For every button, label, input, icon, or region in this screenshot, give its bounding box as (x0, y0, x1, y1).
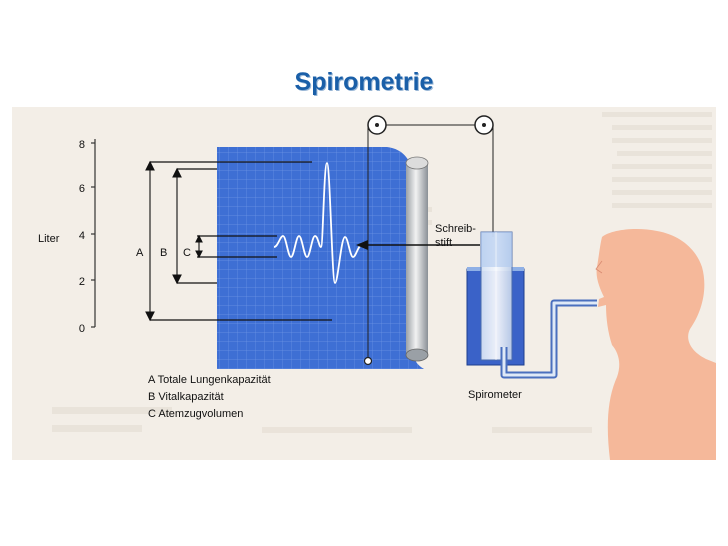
legend-item-c: C Atemzugvolumen (148, 408, 243, 420)
person-face-line (595, 260, 603, 274)
bracket-b (172, 167, 182, 285)
person-silhouette (596, 229, 716, 460)
pen-arrow (356, 240, 480, 250)
spirometry-figure: 0 2 4 6 8 Liter A B C (12, 107, 716, 460)
tick-label-0: 0 (79, 323, 85, 335)
pen-label-line1: Schreib- (435, 223, 476, 235)
axis-ticks (91, 142, 95, 328)
tick-label-4: 4 (79, 230, 85, 242)
volume-lines (150, 161, 332, 321)
axis-label: Liter (38, 233, 60, 245)
pen-label-line2: stift (435, 237, 452, 249)
spirogram-trace (273, 162, 363, 284)
tick-label-8: 8 (79, 139, 85, 151)
bracket-c (195, 234, 203, 259)
tick-label-2: 2 (79, 276, 85, 288)
legend-item-b: B Vitalkapazität (148, 391, 224, 403)
tick-label-6: 6 (79, 183, 85, 195)
recording-drum (405, 156, 429, 362)
bracket-label-c: C (183, 247, 191, 259)
bracket-label-a: A (136, 247, 144, 259)
recording-paper (217, 147, 424, 369)
spirometer-device (466, 231, 525, 366)
legend-item-a: A Totale Lungenkapazität (148, 374, 271, 386)
bracket-a (145, 160, 155, 322)
slide-title: Spirometrie (294, 68, 434, 96)
device-label: Spirometer (468, 389, 522, 401)
bracket-label-b: B (160, 247, 167, 259)
